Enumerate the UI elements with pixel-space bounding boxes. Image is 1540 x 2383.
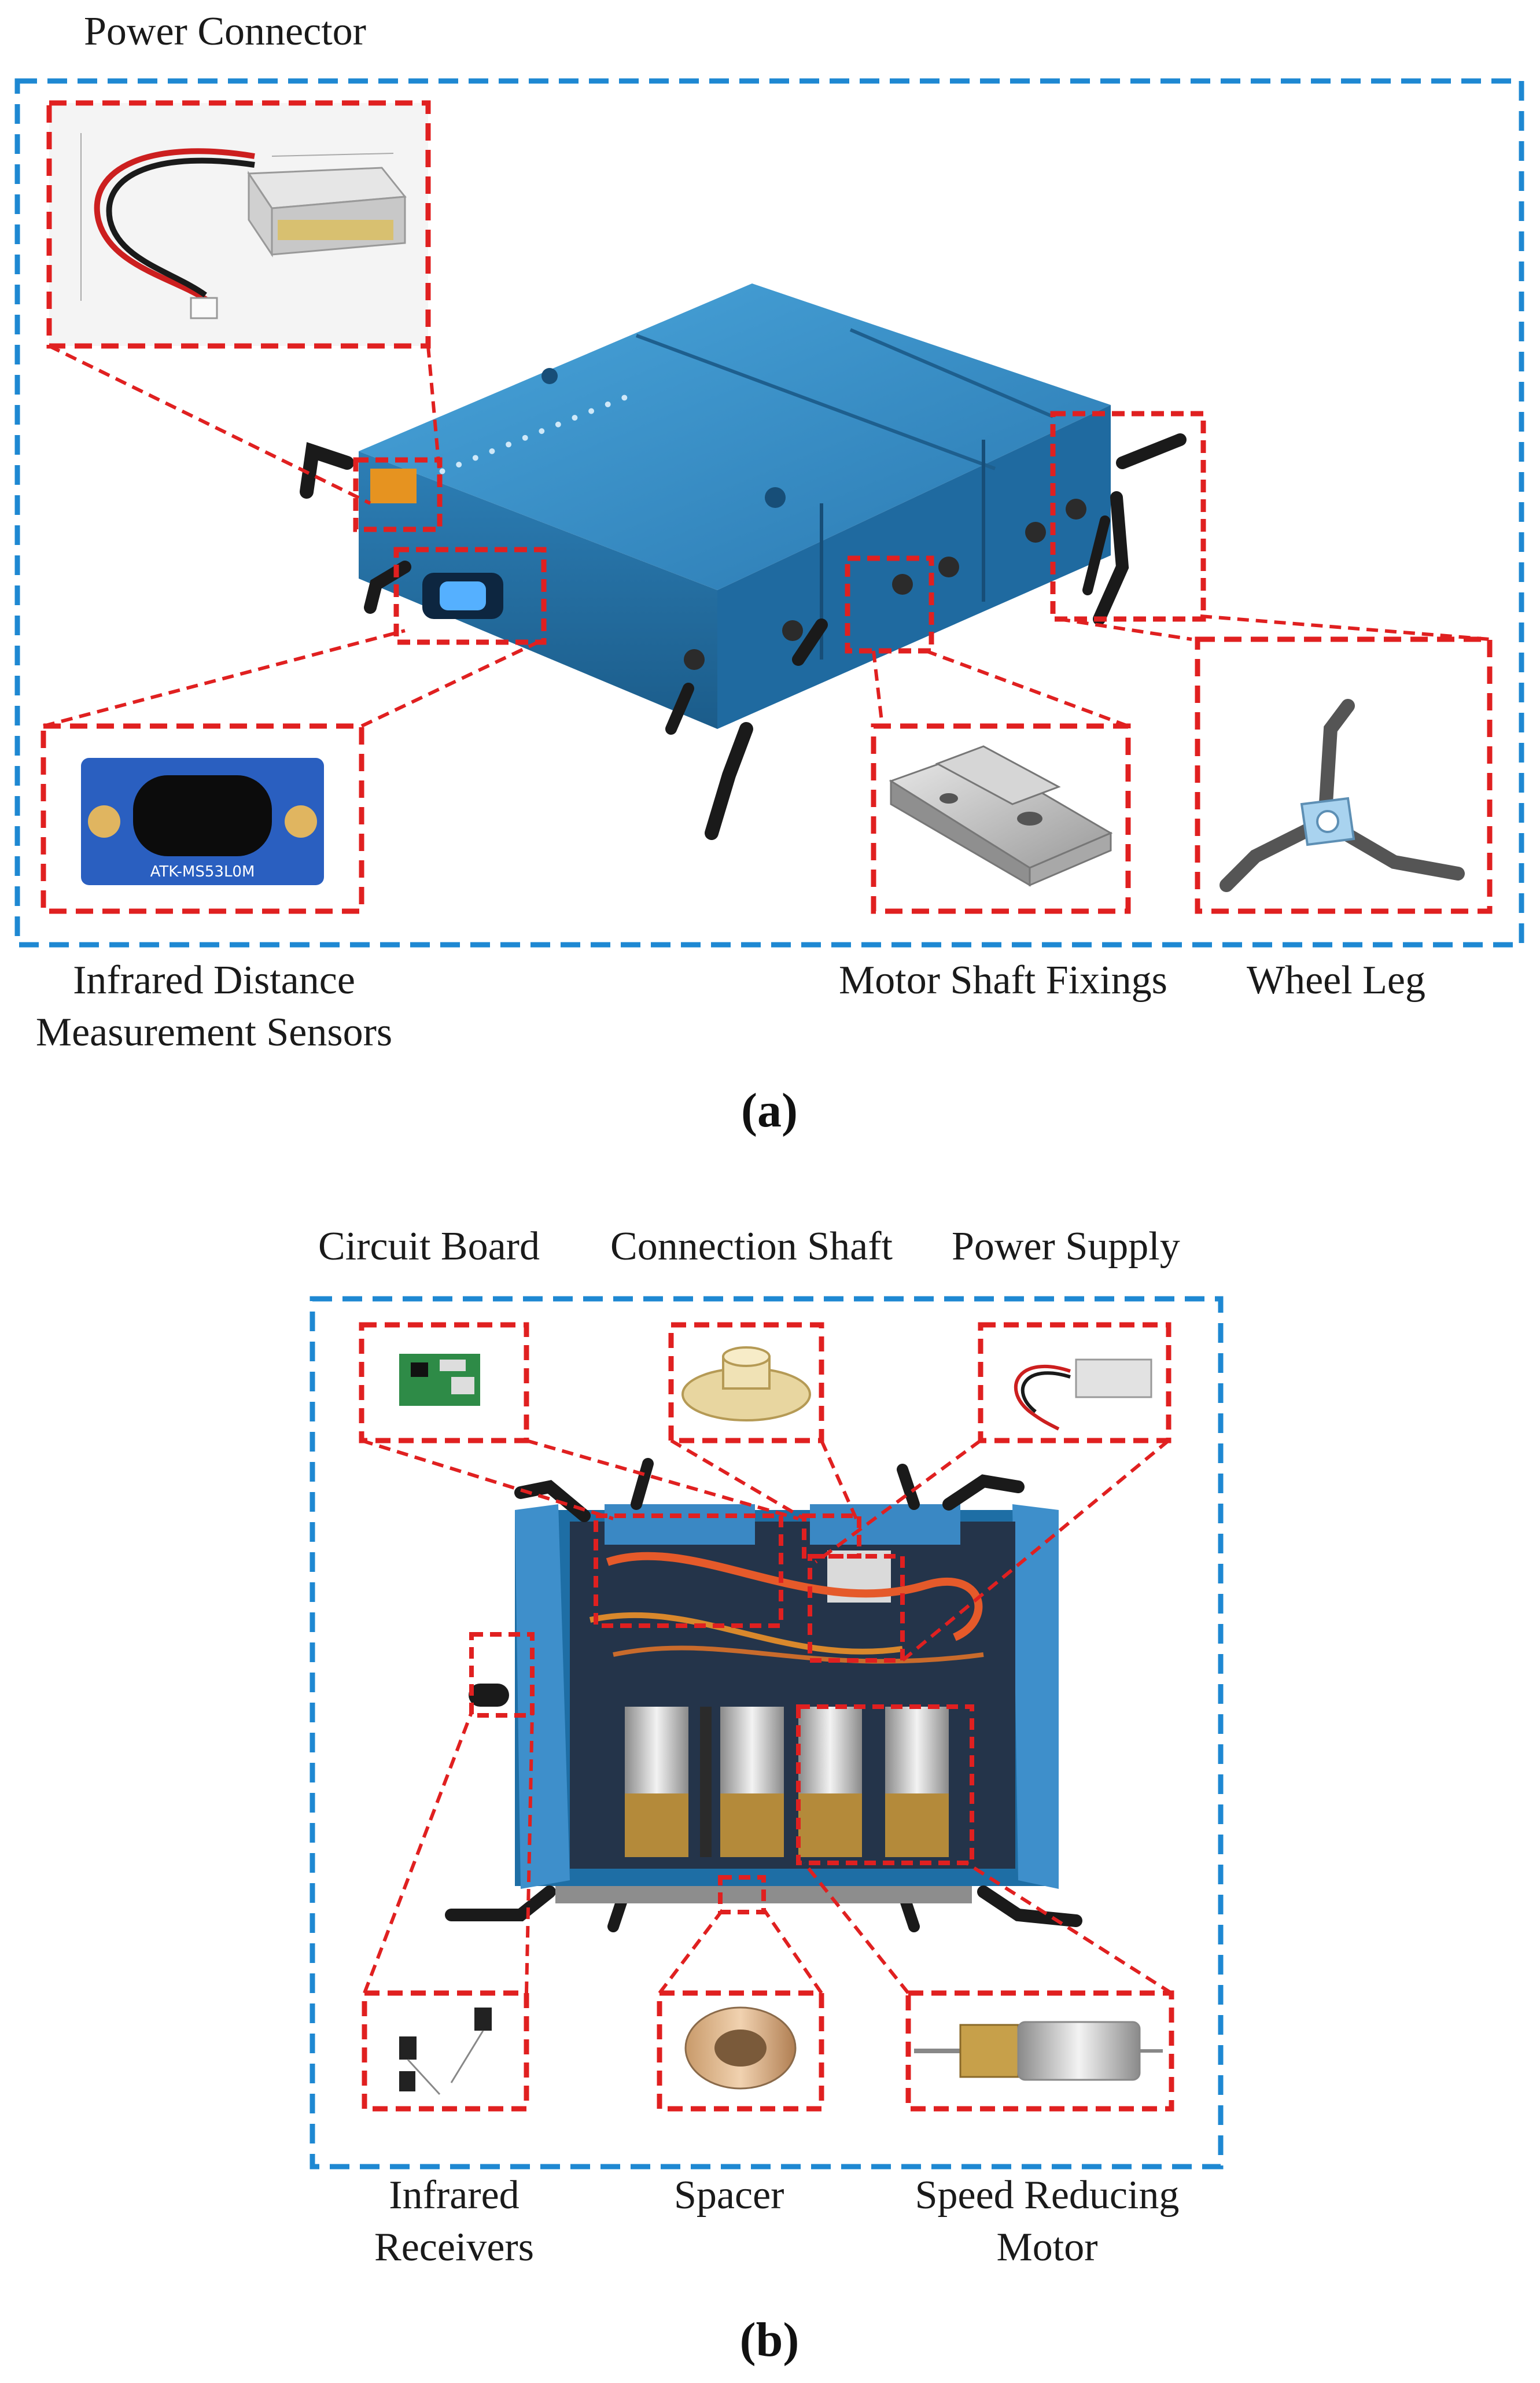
speed-motor-callout <box>905 1990 1174 2112</box>
label-spacer: Spacer <box>674 2173 784 2218</box>
shaft-callout-b <box>802 1513 861 1559</box>
supply-callout-b <box>808 1554 905 1663</box>
callout-lines-a <box>43 344 1490 728</box>
motor-fixing-inset <box>889 745 1113 887</box>
panel-b-border <box>310 1296 1224 2170</box>
motor-callout-b <box>796 1704 974 1865</box>
label-speed-reducing-motor: Speed Reducing Motor <box>885 2170 1209 2274</box>
sensor-chip-text: ATK-MS53L0M <box>150 863 255 881</box>
circuit-board-inset <box>362 1325 526 1441</box>
circuit-board-callout <box>359 1322 529 1443</box>
battery-inset <box>49 103 428 346</box>
robot-body-a: • • • • • • • • • • • • <box>300 283 1187 840</box>
label-infrared-receivers-line1: Infrared <box>389 2173 520 2218</box>
label-infrared-distance-line2: Measurement Sensors <box>35 1010 393 1055</box>
wheel-leg-inset-box <box>1195 636 1493 914</box>
label-infrared-distance-sensors: Infrared Distance Measurement Sensors <box>12 955 417 1059</box>
label-power-supply: Power Supply <box>952 1224 1180 1269</box>
panel-a-border <box>14 78 1524 948</box>
infrared-receiver-callout <box>362 1990 529 2112</box>
label-speed-reducing-motor-line1: Speed Reducing <box>915 2173 1180 2218</box>
spacer-callout <box>657 1990 824 2112</box>
board-callout-b <box>594 1513 783 1628</box>
battery-callout-box <box>46 100 431 349</box>
robot-body-b <box>445 1458 1082 1932</box>
label-motor-shaft-fixings: Motor Shaft Fixings <box>839 958 1167 1003</box>
sensor-inset-box <box>40 723 364 914</box>
wheel-leg-inset <box>1220 699 1465 892</box>
spacer-inset <box>660 1993 821 2109</box>
motor-fixing-inset-box <box>871 723 1131 914</box>
power-supply-inset <box>981 1325 1169 1441</box>
label-speed-reducing-motor-line2: Motor <box>996 2225 1098 2270</box>
label-infrared-distance-line1: Infrared Distance <box>73 958 355 1003</box>
sensor-inset: ATK-MS53L0M <box>43 726 362 911</box>
caption-a: (a) <box>741 1084 798 1137</box>
label-connection-shaft: Connection Shaft <box>610 1224 893 1269</box>
motor-fixing-callout <box>845 555 934 654</box>
caption-b: (b) <box>739 2313 800 2367</box>
sensor-callout <box>393 547 547 645</box>
label-infrared-receivers: Infrared Receivers <box>324 2170 584 2274</box>
callout-lines-b <box>361 1439 1173 1995</box>
label-wheel-leg: Wheel Leg <box>1247 958 1425 1003</box>
label-circuit-board: Circuit Board <box>318 1224 540 1269</box>
power-supply-callout <box>978 1322 1171 1443</box>
speed-motor-inset <box>908 1993 1171 2109</box>
label-power-connector: Power Connector <box>84 9 366 54</box>
connection-shaft-callout <box>668 1322 824 1443</box>
spacer-callout-b <box>718 1875 766 1914</box>
connection-shaft-inset <box>671 1325 821 1441</box>
power-connector-callout <box>353 457 443 532</box>
infrared-receiver-inset <box>364 1993 526 2109</box>
receiver-callout-b <box>469 1632 535 1718</box>
label-infrared-receivers-line2: Receivers <box>374 2225 534 2270</box>
